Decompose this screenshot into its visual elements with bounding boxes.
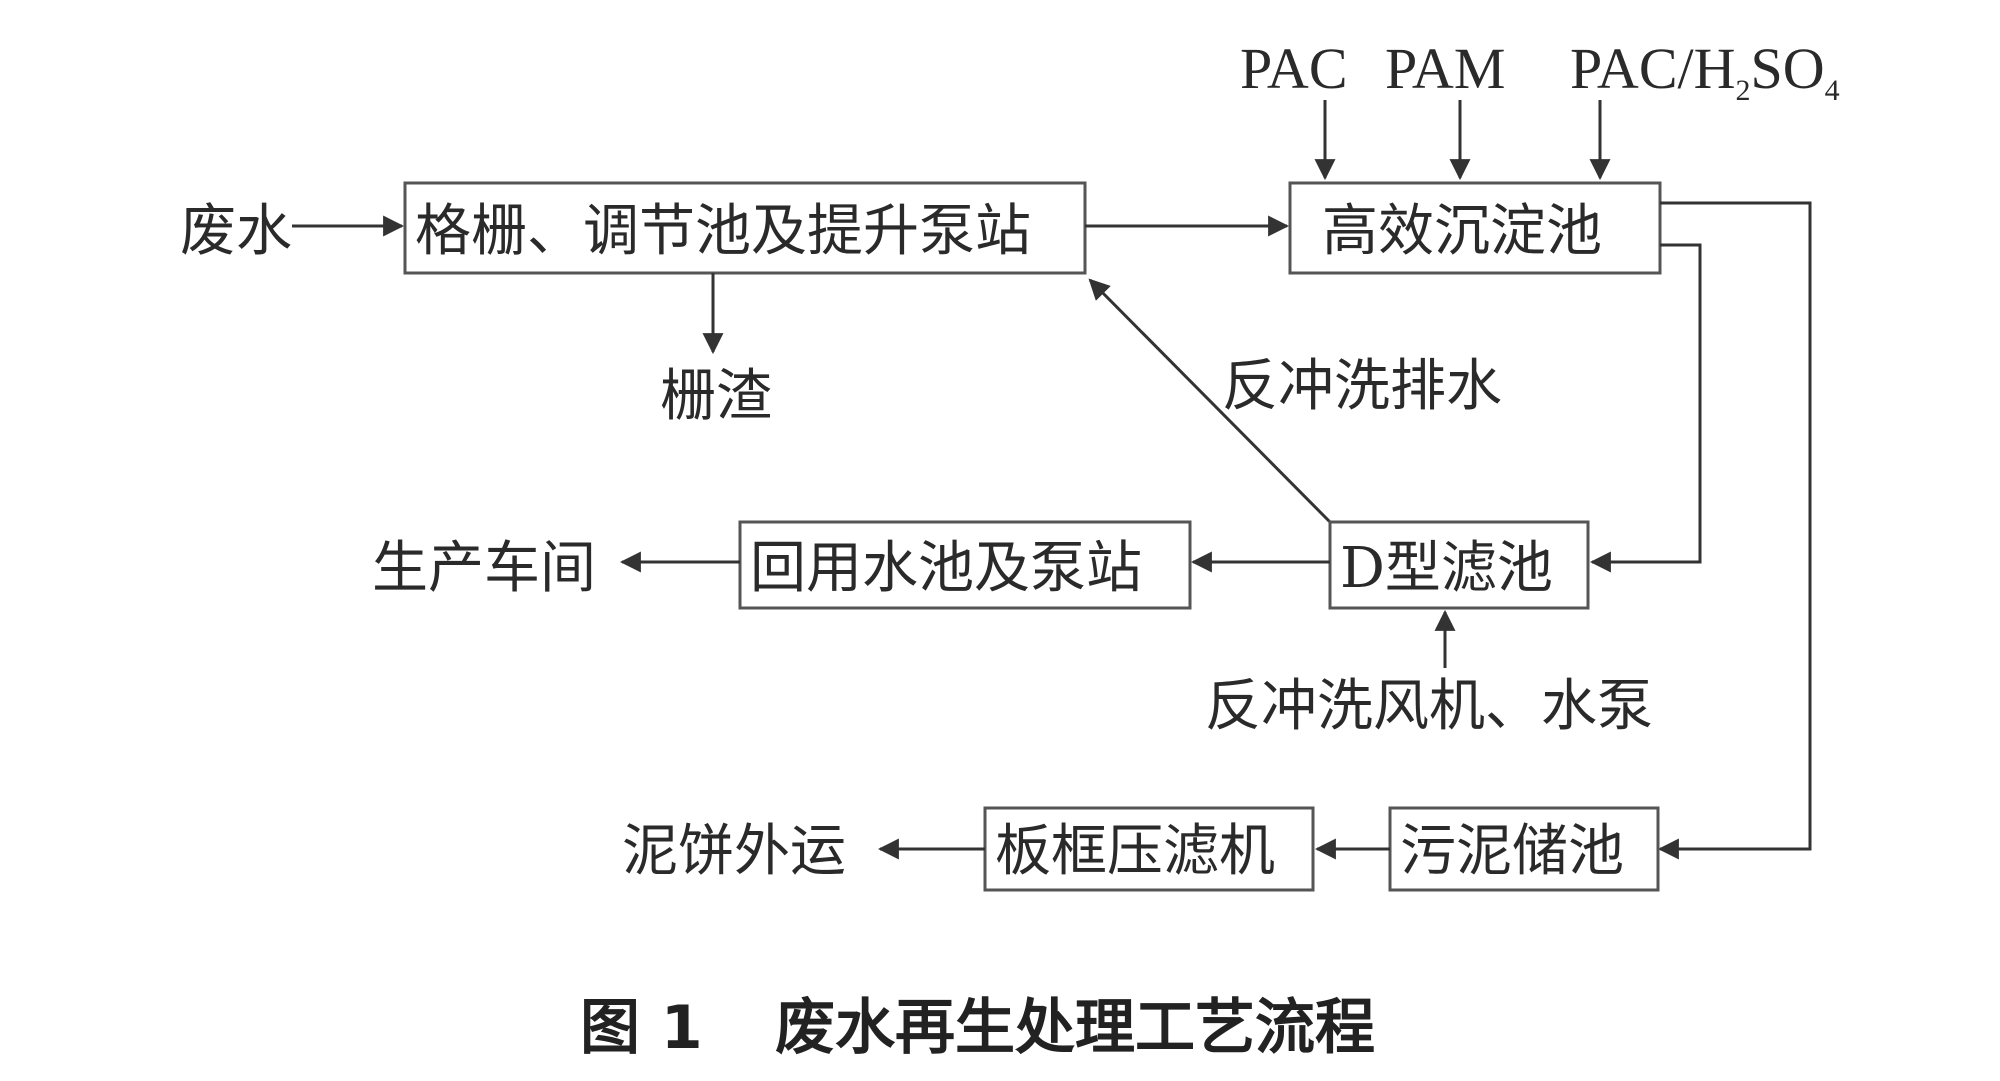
figure-title: 废水再生处理工艺流程 bbox=[775, 993, 1375, 1063]
reagent-pac-h2so4-label: PAC/H2SO4 bbox=[1570, 36, 1840, 107]
backwash-equipment-label: 反冲洗风机、水泵 bbox=[1205, 674, 1653, 739]
d-filter-label: D型滤池 bbox=[1340, 536, 1553, 601]
cake-out-label: 泥饼外运 bbox=[622, 819, 846, 884]
screen-pump-label: 格栅、调节池及提升泵站 bbox=[415, 199, 1031, 264]
filter-press-label: 板框压滤机 bbox=[995, 819, 1275, 884]
screen-pump-box bbox=[403, 181, 1087, 275]
reagent-pam-label: PAM bbox=[1385, 36, 1505, 101]
d-filter-box bbox=[1328, 520, 1590, 610]
backwash-drain-arrow bbox=[1088, 278, 1332, 524]
reuse-tank-label: 回用水池及泵站 bbox=[750, 536, 1142, 601]
reuse-tank-box bbox=[738, 520, 1192, 610]
workshop-label: 生产车间 bbox=[372, 536, 596, 601]
figure-number: 图 1 bbox=[580, 993, 703, 1063]
sedimentation-tank-box bbox=[1288, 181, 1662, 275]
sedimentation-tank-label: 高效沉淀池 bbox=[1322, 199, 1602, 264]
wastewater-label: 废水 bbox=[180, 199, 292, 264]
backwash-drain-label: 反冲洗排水 bbox=[1222, 354, 1502, 419]
sed-to-dfilter-arrow bbox=[1589, 243, 1702, 573]
screenings-label: 栅渣 bbox=[660, 364, 772, 429]
sed-to-sludge-arrow bbox=[1657, 201, 1812, 860]
filter-press-box bbox=[983, 806, 1315, 892]
sludge-tank-label: 污泥储池 bbox=[1400, 819, 1624, 884]
reagent-pac-label: PAC bbox=[1240, 36, 1348, 101]
